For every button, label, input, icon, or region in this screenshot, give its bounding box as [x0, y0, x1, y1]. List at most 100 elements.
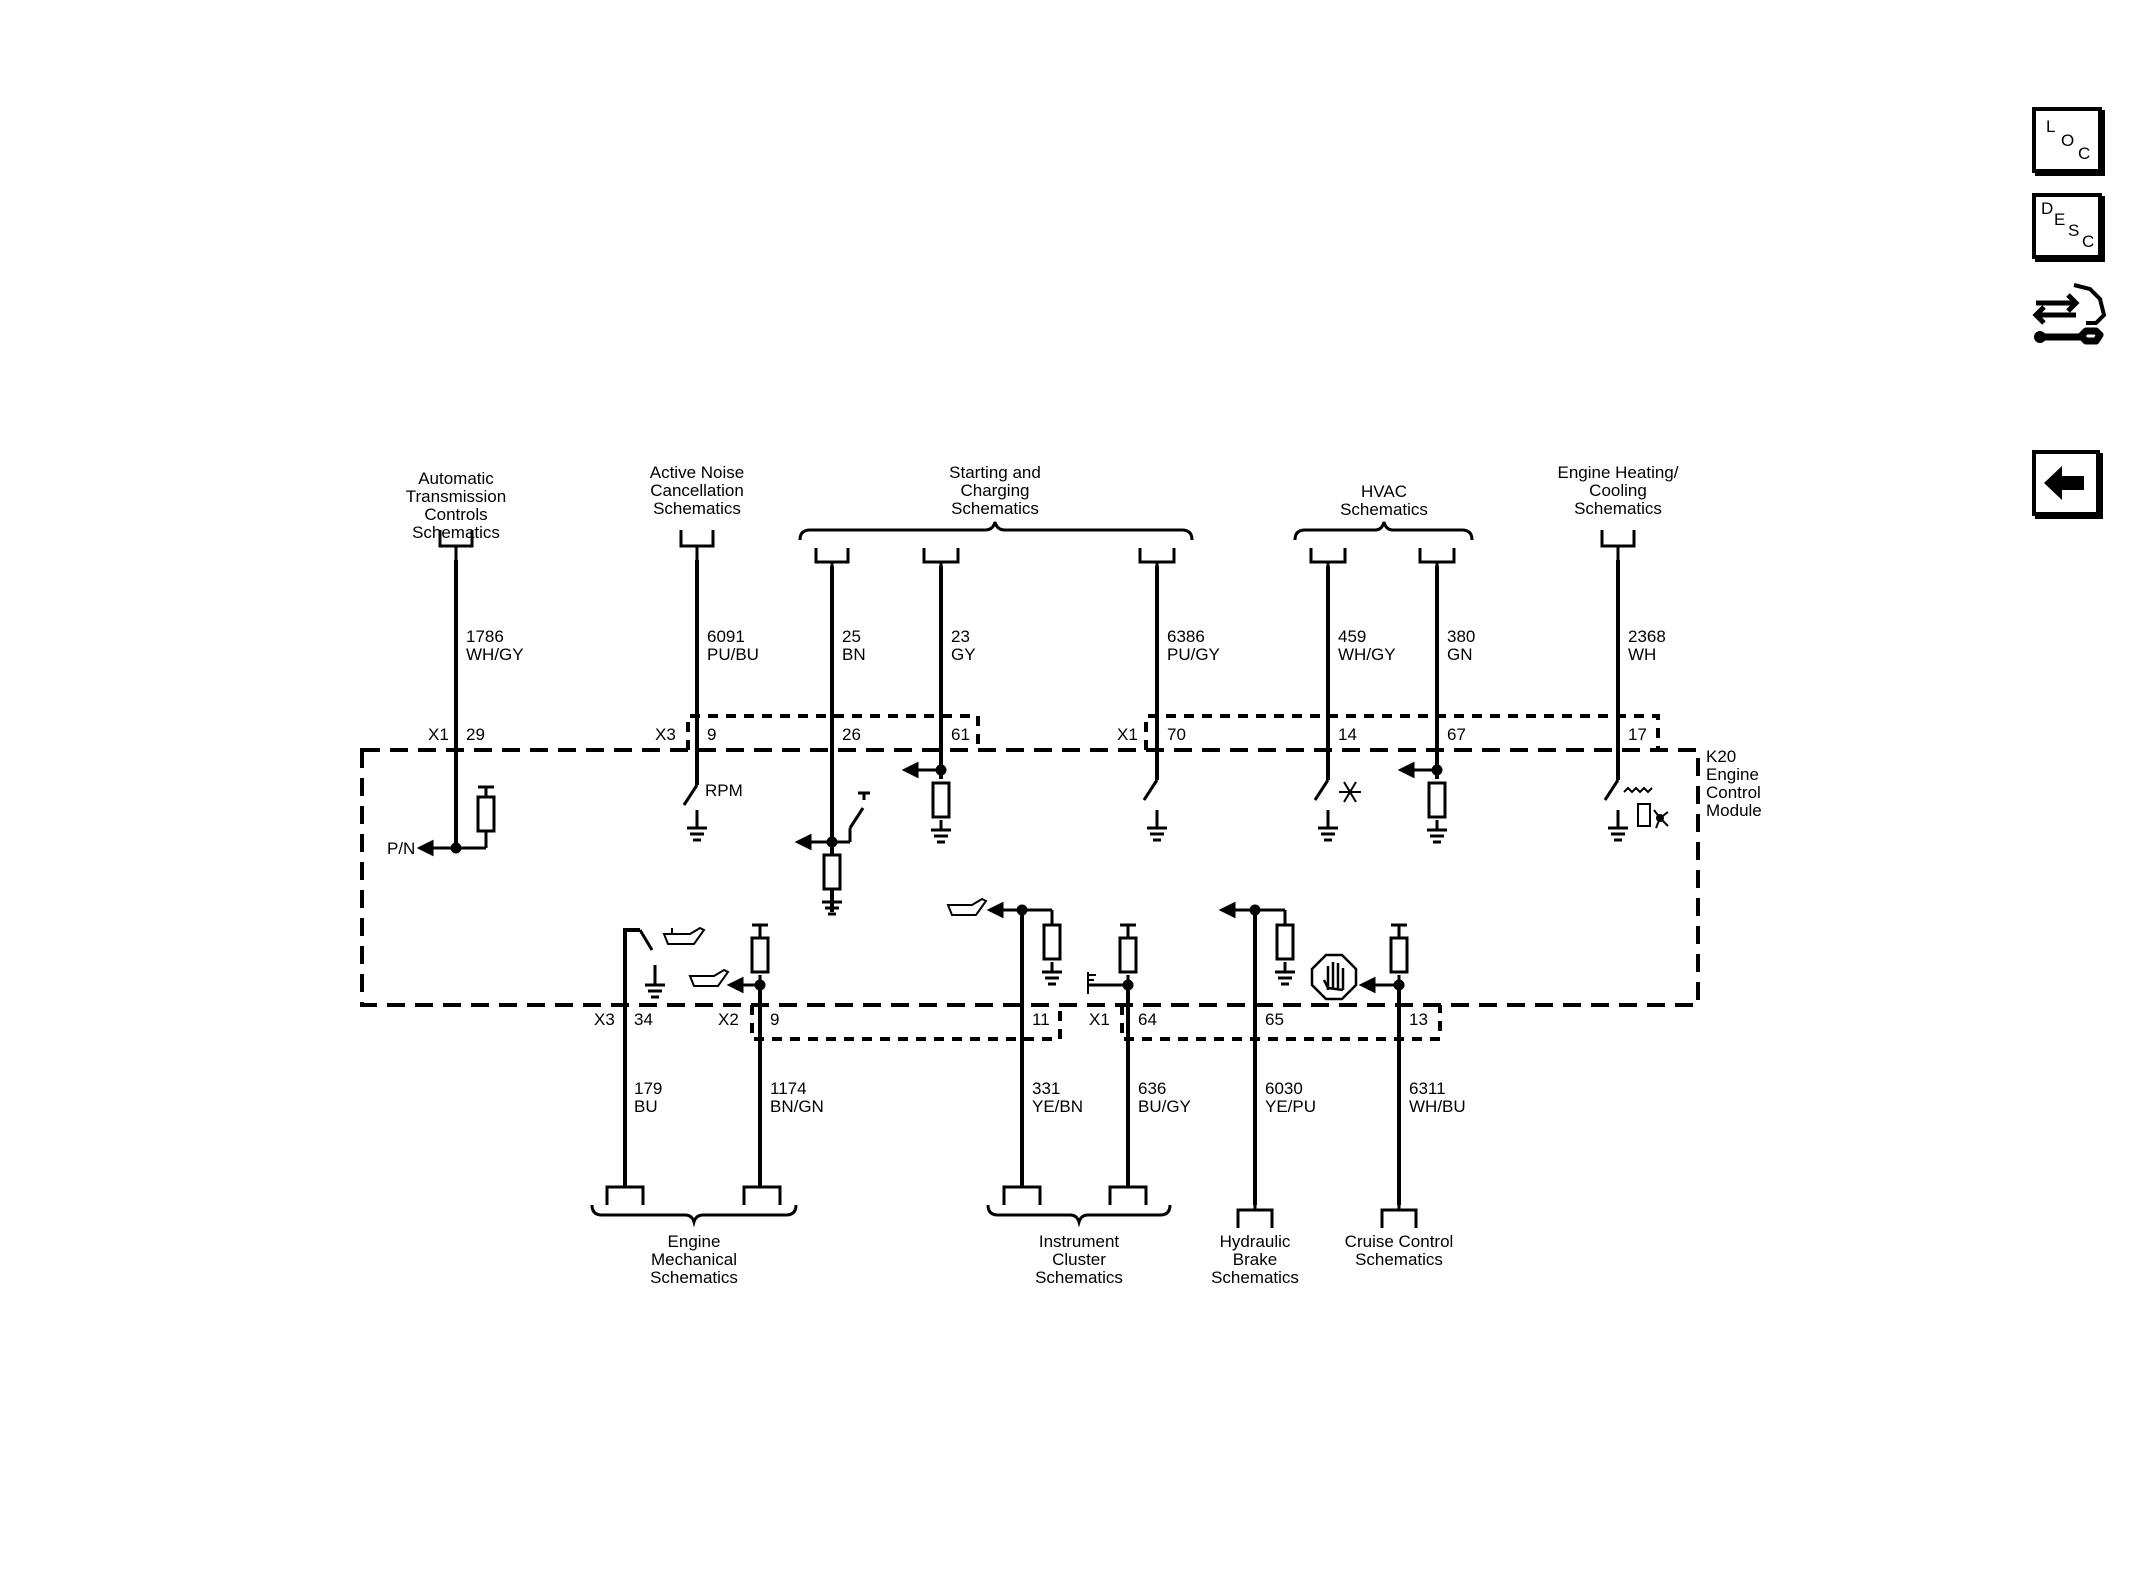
- svg-text:Schematics: Schematics: [1340, 500, 1428, 519]
- svg-text:GY: GY: [951, 645, 976, 664]
- svg-text:9: 9: [770, 1010, 779, 1029]
- svg-text:Cooling: Cooling: [1589, 481, 1647, 500]
- svg-text:HVAC: HVAC: [1361, 482, 1407, 501]
- svg-text:BU/GY: BU/GY: [1138, 1097, 1191, 1116]
- x1-bottom-connector-outline: [1120, 1005, 1442, 1041]
- svg-text:Automatic: Automatic: [418, 469, 494, 488]
- svg-text:WH/GY: WH/GY: [466, 645, 524, 664]
- svg-text:9: 9: [707, 725, 716, 744]
- pin-70-switch: [1142, 779, 1169, 842]
- svg-text:Cluster: Cluster: [1052, 1250, 1106, 1269]
- svg-text:Module: Module: [1706, 801, 1762, 820]
- pn-circuit: [416, 785, 496, 857]
- bottom-wire-labels: 179 BU 1174 BN/GN 331 YE/BN 636 BU/GY 60…: [634, 1079, 1466, 1116]
- svg-text:Schematics: Schematics: [951, 499, 1039, 518]
- svg-text:Brake: Brake: [1233, 1250, 1277, 1269]
- destination-labels: Automatic Transmission Controls Schemati…: [406, 463, 1679, 1287]
- x2-bottom-connector-outline: [750, 1005, 1062, 1041]
- svg-text:X3: X3: [594, 1010, 615, 1029]
- svg-text:YE/PU: YE/PU: [1265, 1097, 1316, 1116]
- svg-text:WH/BU: WH/BU: [1409, 1097, 1466, 1116]
- svg-text:23: 23: [951, 627, 970, 646]
- loc-letter-l: L: [2046, 117, 2056, 136]
- svg-text:14: 14: [1338, 725, 1357, 744]
- oil-level-circuit: [638, 926, 706, 999]
- top-wire-labels: 1786 WH/GY 6091 PU/BU 25 BN 23 GY 6386 P…: [466, 627, 1666, 664]
- svg-text:67: 67: [1447, 725, 1466, 744]
- loc-letter-o: O: [2061, 131, 2075, 150]
- svg-text:6030: 6030: [1265, 1079, 1303, 1098]
- desc-letter-e: E: [2054, 210, 2066, 229]
- svg-text:331: 331: [1032, 1079, 1060, 1098]
- svg-text:PU/GY: PU/GY: [1167, 645, 1220, 664]
- back-button[interactable]: [2032, 450, 2100, 516]
- svg-text:Mechanical: Mechanical: [651, 1250, 737, 1269]
- svg-text:Engine: Engine: [1706, 765, 1759, 784]
- svg-text:380: 380: [1447, 627, 1475, 646]
- ecm-module-box: [360, 748, 1700, 1007]
- top-terminal-headers: [438, 521, 1636, 566]
- svg-text:Schematics: Schematics: [412, 523, 500, 542]
- svg-text:Schematics: Schematics: [1355, 1250, 1443, 1269]
- x1-top-connector-outline: [1144, 714, 1660, 750]
- svg-text:Schematics: Schematics: [1574, 499, 1662, 518]
- svg-text:Charging: Charging: [961, 481, 1030, 500]
- svg-text:26: 26: [842, 725, 861, 744]
- svg-text:Engine: Engine: [668, 1232, 721, 1251]
- loc-button[interactable]: L O C: [2032, 107, 2102, 173]
- starter-circuit: [794, 791, 870, 916]
- svg-text:Instrument: Instrument: [1039, 1232, 1120, 1251]
- oil-pressure-circuit: [688, 923, 770, 994]
- rpm-switch: [682, 784, 709, 842]
- svg-text:29: 29: [466, 725, 485, 744]
- svg-text:13: 13: [1409, 1010, 1428, 1029]
- bottom-pin-labels: X3 34 X2 9 11 X1 64 65 13: [594, 1010, 1428, 1029]
- svg-text:17: 17: [1628, 725, 1647, 744]
- bottom-terminal-headers: [590, 1185, 1418, 1228]
- svg-text:179: 179: [634, 1079, 662, 1098]
- bottom-wires: [623, 910, 1401, 1205]
- svg-text:Active Noise: Active Noise: [650, 463, 744, 482]
- desc-letter-c: C: [2082, 232, 2095, 251]
- svg-text:Controls: Controls: [424, 505, 487, 524]
- svg-text:GN: GN: [1447, 645, 1473, 664]
- svg-text:Starting and: Starting and: [949, 463, 1041, 482]
- cooling-fan-switch: [1603, 779, 1669, 842]
- svg-text:Cruise Control: Cruise Control: [1345, 1232, 1454, 1251]
- oil-can-icon-2: [946, 897, 988, 916]
- svg-text:K20: K20: [1706, 747, 1736, 766]
- svg-text:636: 636: [1138, 1079, 1166, 1098]
- svg-text:X2: X2: [718, 1010, 739, 1029]
- pin-61-circuit: [901, 761, 953, 844]
- pn-label: P/N: [387, 839, 415, 858]
- svg-text:BN/GN: BN/GN: [770, 1097, 824, 1116]
- thermometer-icon: [1087, 972, 1096, 994]
- svg-text:Hydraulic: Hydraulic: [1220, 1232, 1291, 1251]
- desc-letter-s: S: [2068, 221, 2080, 240]
- svg-text:65: 65: [1265, 1010, 1284, 1029]
- module-label: K20 Engine Control Module: [1706, 747, 1762, 820]
- svg-text:X1: X1: [428, 725, 449, 744]
- svg-text:Schematics: Schematics: [1035, 1268, 1123, 1287]
- rpm-label: RPM: [705, 781, 743, 800]
- svg-text:Schematics: Schematics: [1211, 1268, 1299, 1287]
- oil-pressure-icon: [688, 968, 730, 987]
- ac-switch: [1313, 779, 1361, 842]
- snowflake-icon: [1339, 781, 1361, 803]
- svg-text:Engine Heating/: Engine Heating/: [1558, 463, 1679, 482]
- svg-text:X1: X1: [1089, 1010, 1110, 1029]
- svg-text:6386: 6386: [1167, 627, 1205, 646]
- svg-text:64: 64: [1138, 1010, 1157, 1029]
- connector-repair-icon[interactable]: [2030, 275, 2110, 355]
- svg-text:BN: BN: [842, 645, 866, 664]
- svg-text:Cancellation: Cancellation: [650, 481, 744, 500]
- desc-letter-d: D: [2041, 199, 2054, 218]
- desc-button[interactable]: D E S C: [2032, 193, 2102, 259]
- svg-text:X3: X3: [655, 725, 676, 744]
- top-pin-labels: X1 29 X3 9 26 61 X1 70 14 67 17: [428, 725, 1647, 744]
- svg-text:Transmission: Transmission: [406, 487, 506, 506]
- svg-text:34: 34: [634, 1010, 653, 1029]
- svg-text:6091: 6091: [707, 627, 745, 646]
- pin-64-circuit: [1087, 923, 1138, 994]
